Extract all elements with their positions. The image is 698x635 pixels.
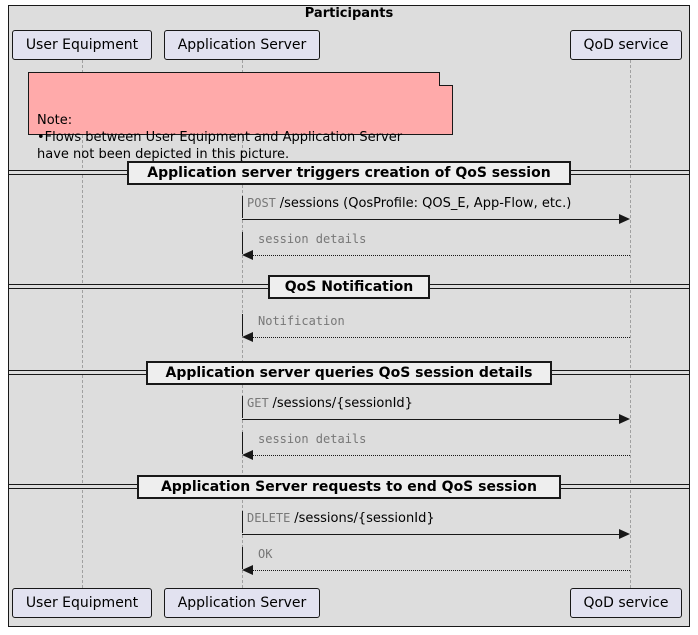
message-tick: [242, 432, 243, 454]
participant-footer-qod-service[interactable]: QoD service: [570, 588, 682, 618]
message-tick: [242, 511, 243, 533]
message-arrowhead-left: [242, 332, 253, 342]
frame-title: Participants: [304, 6, 394, 21]
note-fold-corner: [439, 72, 453, 86]
message-text: session details: [258, 232, 367, 246]
message-label-session-details-2: session details: [258, 432, 366, 446]
note-text: Note: •Flows between User Equipment and …: [37, 113, 403, 162]
participant-header-user-equipment[interactable]: User Equipment: [12, 30, 152, 60]
message-arrowhead-left: [242, 250, 253, 260]
message-arrow-get-sessions: [242, 419, 619, 420]
message-verb: POST: [247, 196, 276, 210]
divider-label-notification: QoS Notification: [268, 275, 430, 299]
message-verb: GET: [247, 396, 269, 410]
message-text: Notification: [258, 314, 345, 328]
message-arrow-notification: [253, 337, 630, 338]
message-text: OK: [258, 547, 273, 561]
message-tick: [242, 232, 243, 254]
message-arrow-delete-sessions: [242, 534, 619, 535]
message-path: /sessions/{sessionId}: [272, 396, 413, 411]
participant-header-qod-service[interactable]: QoD service: [570, 30, 682, 60]
message-tick: [242, 396, 243, 418]
message-arrowhead-right: [619, 414, 630, 424]
divider-label-create: Application server triggers creation of …: [127, 161, 571, 185]
message-tick: [242, 547, 243, 569]
lifeline-user-equipment: [82, 60, 83, 588]
message-tick: [242, 314, 243, 336]
divider-label-delete: Application Server requests to end QoS s…: [137, 475, 561, 499]
message-arrowhead-right: [619, 529, 630, 539]
message-arrowhead-left: [242, 450, 253, 460]
message-path: /sessions/{sessionId}: [294, 511, 435, 526]
message-label-get-sessions: GET /sessions/{sessionId}: [247, 396, 413, 411]
message-label-session-details-1: session details: [258, 232, 366, 246]
message-tick: [242, 196, 243, 218]
message-label-ok: OK: [258, 547, 272, 561]
divider-label-query: Application server queries QoS session d…: [146, 361, 552, 385]
message-arrow-session-details-2: [253, 455, 630, 456]
message-label-delete-sessions: DELETE /sessions/{sessionId}: [247, 511, 435, 526]
message-arrowhead-left: [242, 565, 253, 575]
message-arrow-ok: [253, 570, 630, 571]
participant-footer-user-equipment[interactable]: User Equipment: [12, 588, 152, 618]
message-path: /sessions (QosProfile: QOS_E, App-Flow, …: [279, 196, 572, 211]
message-arrow-session-details-1: [253, 255, 630, 256]
message-arrowhead-right: [619, 214, 630, 224]
message-verb: DELETE: [247, 511, 291, 525]
message-arrow-post-sessions: [242, 219, 619, 220]
message-label-notification: Notification: [258, 314, 345, 328]
participant-footer-application-server[interactable]: Application Server: [164, 588, 320, 618]
participant-header-application-server[interactable]: Application Server: [164, 30, 320, 60]
message-label-post-sessions: POST /sessions (QosProfile: QOS_E, App-F…: [247, 196, 571, 211]
lifeline-qod-service: [630, 60, 631, 588]
message-text: session details: [258, 432, 367, 446]
note-box: Note: •Flows between User Equipment and …: [28, 72, 453, 162]
